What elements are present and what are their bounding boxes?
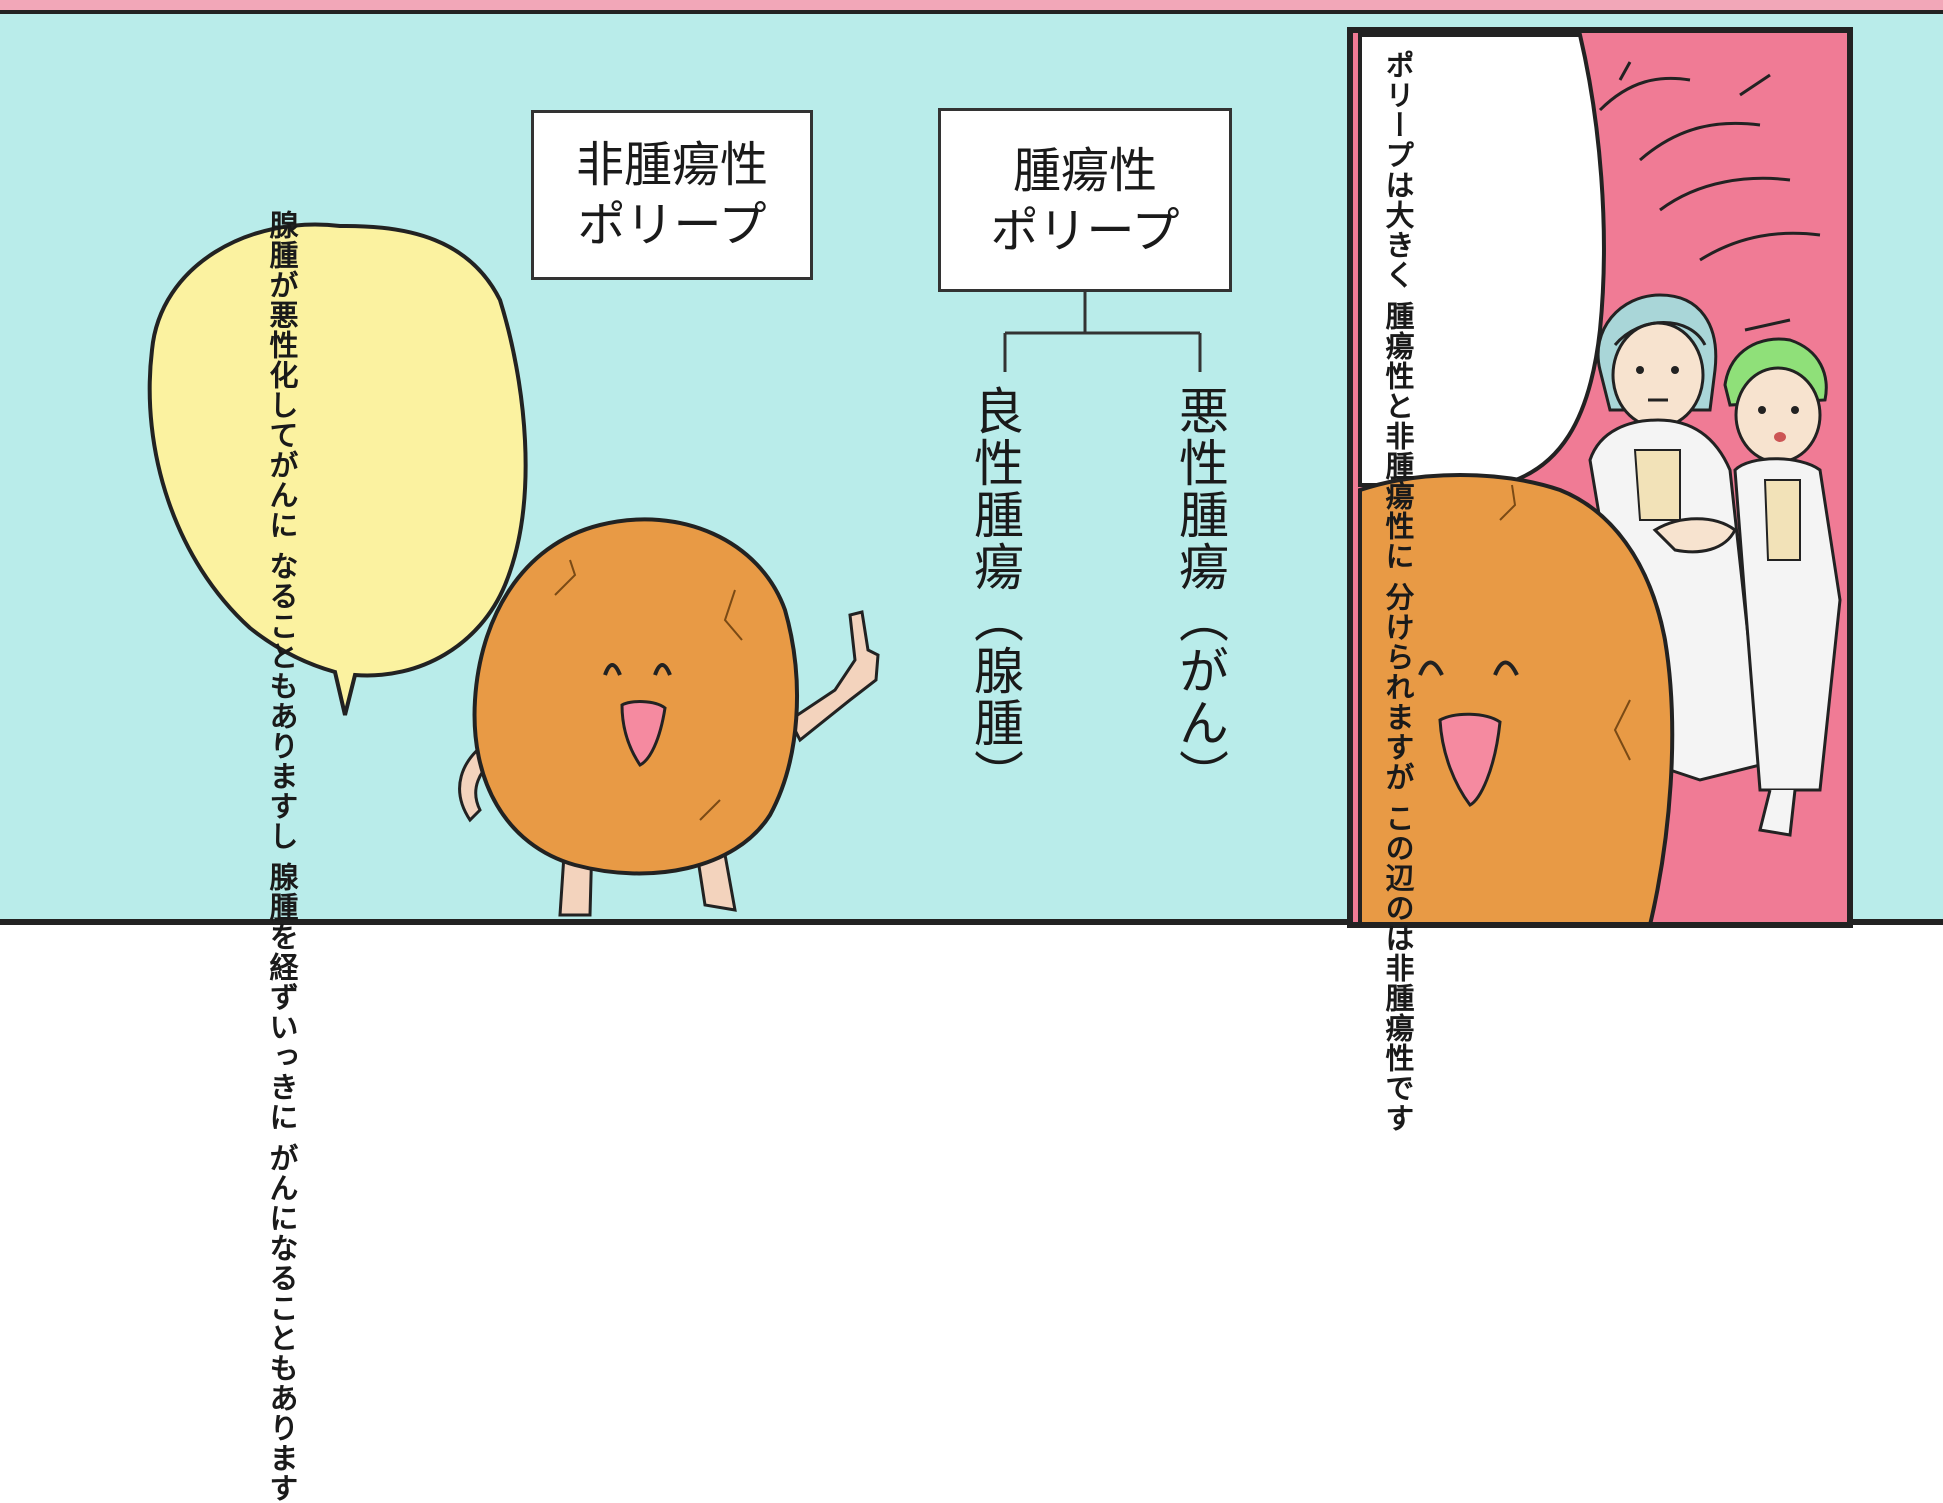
doctor-speech-bubble-shape — [1358, 33, 1606, 487]
malignant-tumor-label: 悪性腫瘍（がん） — [1171, 385, 1229, 801]
benign-tumor-label: 良性腫瘍（腺腫） — [966, 385, 1024, 801]
polyp-bubble-line-2: なることもありますし — [265, 551, 299, 852]
non-neoplastic-polyp-box: 非腫瘍性 ポリープ — [531, 110, 813, 280]
doctor-bubble-text: ポリープは大きく 腫瘍性と非腫瘍性に 分けられますが この辺のは非腫瘍性です — [1378, 50, 1418, 1133]
doctor-bubble-line-1: ポリープは大きく — [1381, 50, 1415, 290]
right-sub-panel — [1347, 27, 1853, 928]
panel-artwork — [0, 0, 1943, 928]
neoplastic-polyp-line-1: 腫瘍性 — [1012, 143, 1157, 199]
doctor-bubble-line-2: 腫瘍性と非腫瘍性に — [1381, 301, 1415, 572]
polyp-character-left — [458, 517, 880, 917]
polyp-bubble-text: 腺腫が悪性化してがんに なることもありますし 腺腫を経ずいっきに がんになること… — [262, 210, 302, 1503]
polyp-character-right — [1358, 473, 1675, 927]
non-neoplastic-polyp-line-2: ポリープ — [577, 197, 767, 253]
doctor-bubble-line-4: この辺のは非腫瘍性です — [1381, 803, 1415, 1134]
polyp-bubble-line-3: 腺腫を経ずいっきに — [265, 862, 299, 1133]
non-neoplastic-polyp-line-1: 非腫瘍性 — [575, 137, 768, 193]
neoplastic-polyp-box: 腫瘍性 ポリープ — [938, 108, 1232, 292]
polyp-bubble-line-1: 腺腫が悪性化してがんに — [265, 210, 299, 540]
top-border — [0, 0, 1943, 12]
neoplastic-polyp-line-2: ポリープ — [990, 203, 1180, 259]
diagram-connectors — [1003, 291, 1202, 372]
young-doctor-character — [1723, 337, 1842, 837]
polyp-bubble-line-4: がんになることもあります — [265, 1143, 299, 1503]
polyp-speech-bubble — [147, 222, 528, 716]
doctor-bubble-line-3: 分けられますが — [1381, 582, 1415, 793]
